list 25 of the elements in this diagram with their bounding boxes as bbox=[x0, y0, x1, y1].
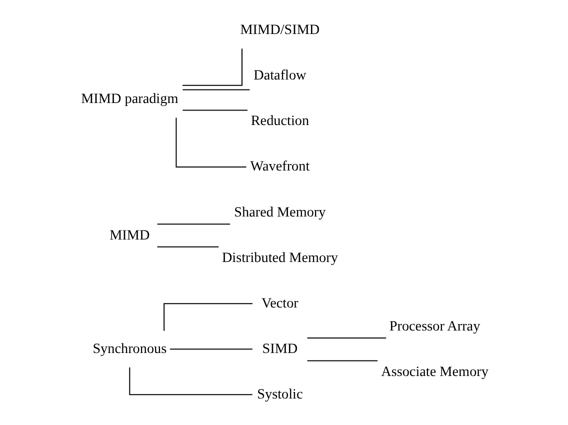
connector bbox=[175, 118, 246, 168]
node-text: MIMD paradigm bbox=[80, 90, 178, 107]
node-text: Systolic bbox=[256, 386, 302, 402]
node-text: Associate Memory bbox=[380, 364, 488, 380]
node-text: Synchronous bbox=[92, 340, 166, 357]
connector bbox=[128, 367, 252, 396]
connector bbox=[169, 348, 252, 350]
node-text: Processor Array bbox=[388, 318, 480, 335]
connector bbox=[182, 89, 250, 90]
node-text: Distributed Memory bbox=[221, 250, 338, 266]
connector bbox=[163, 303, 252, 331]
node-text: Reduction bbox=[250, 113, 309, 130]
node-text: Dataflow bbox=[253, 68, 306, 84]
node-text: Wavefront bbox=[250, 158, 310, 175]
node-text: Vector bbox=[260, 295, 298, 312]
node-text: Shared Memory bbox=[234, 204, 326, 220]
connector bbox=[306, 360, 378, 362]
connector bbox=[156, 246, 218, 248]
connector bbox=[182, 48, 242, 86]
node-text: SIMD bbox=[262, 340, 298, 357]
connector bbox=[306, 337, 386, 338]
node-text: MIMD/SIMD bbox=[240, 22, 320, 38]
connector bbox=[156, 224, 230, 225]
node-text: MIMD bbox=[109, 228, 150, 244]
connector bbox=[182, 110, 248, 111]
